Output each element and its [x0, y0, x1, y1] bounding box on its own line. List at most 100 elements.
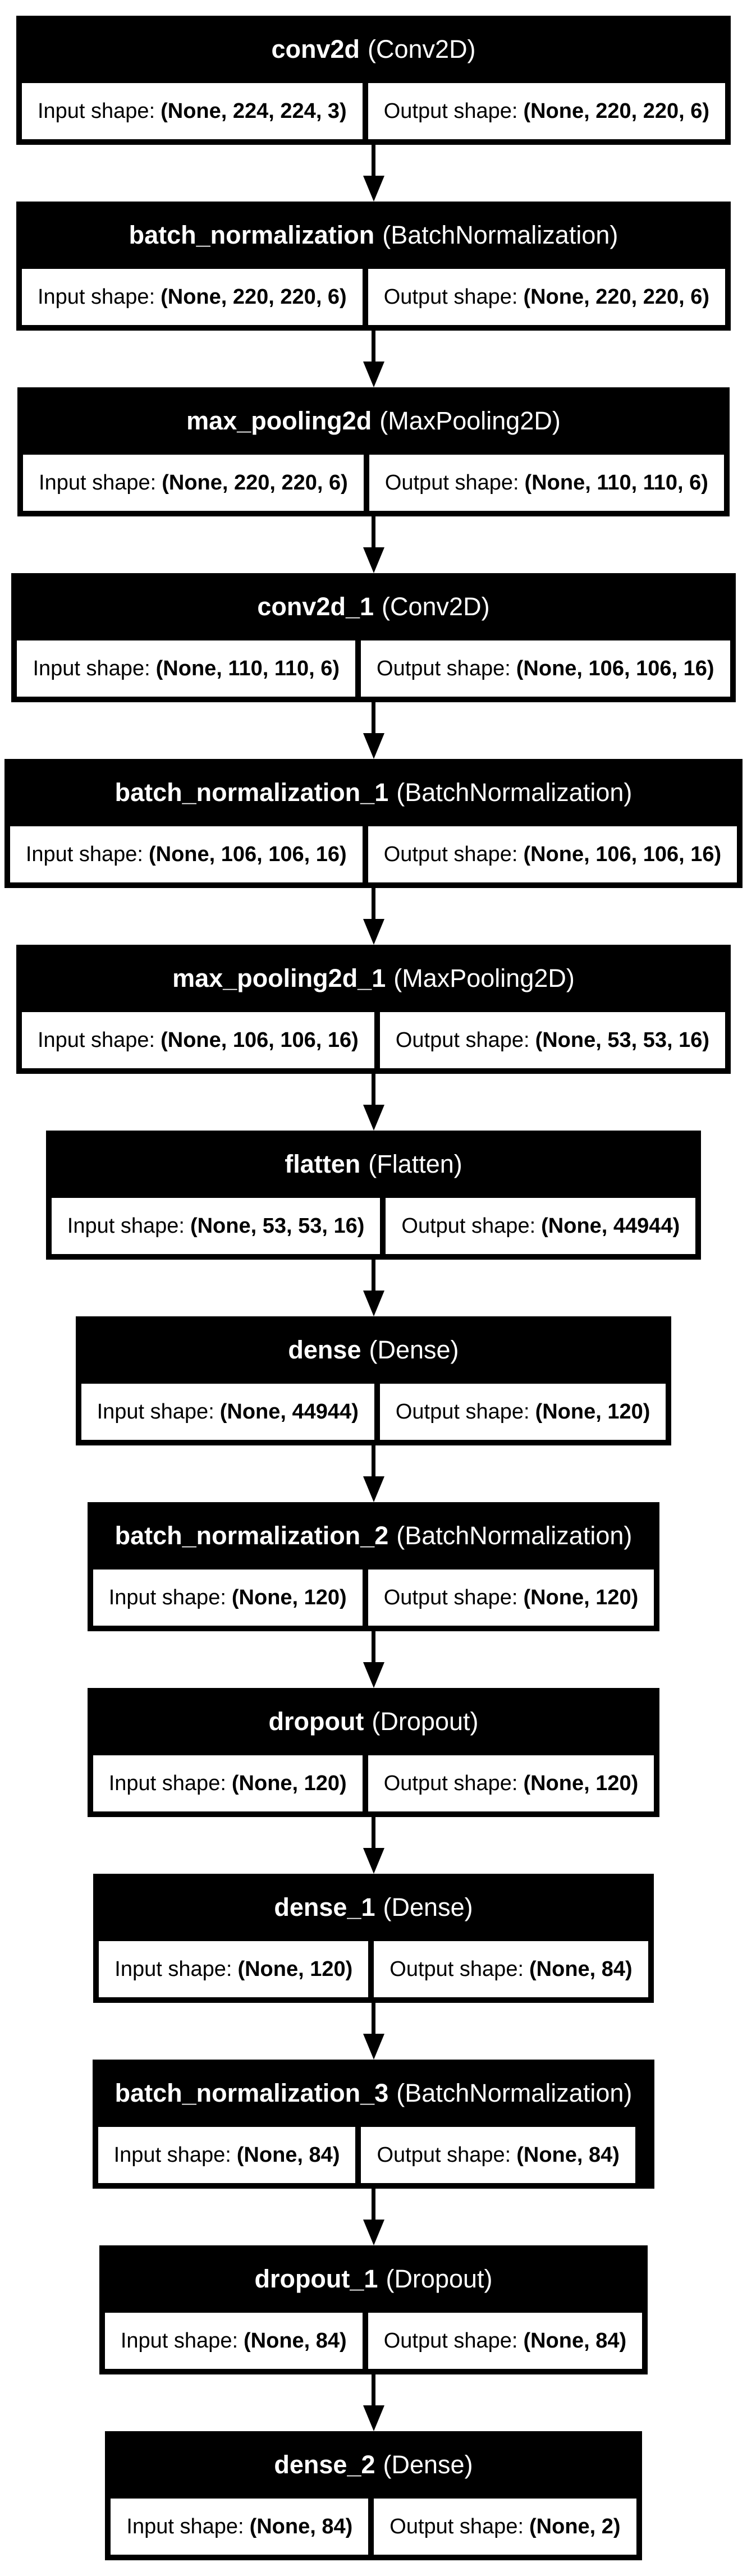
arrow-head-icon: [363, 362, 384, 387]
layer-class: (BatchNormalization): [396, 2079, 633, 2107]
layer-class: (Dropout): [372, 1707, 479, 1736]
input-shape-label: Input shape:: [97, 1399, 214, 1424]
layer-node-dropout: dropout (Dropout) Input shape: (None, 12…: [87, 1688, 660, 1817]
layer-header: batch_normalization_3 (BatchNormalizatio…: [98, 2060, 649, 2127]
edge-arrow: [363, 1074, 384, 1131]
layer-node-dense_1: dense_1 (Dense) Input shape: (None, 120)…: [93, 1874, 654, 2003]
output-shape-value: (None, 110, 110, 6): [524, 470, 708, 495]
output-shape-cell: Output shape: (None, 120): [368, 1570, 654, 1626]
arrow-line: [372, 1631, 375, 1662]
input-shape-value: (None, 84): [244, 2328, 347, 2353]
output-shape-cell: Output shape: (None, 220, 220, 6): [368, 269, 726, 325]
output-shape-cell: Output shape: (None, 220, 220, 6): [368, 83, 726, 139]
layer-name: dropout: [268, 1707, 364, 1736]
arrow-line: [372, 516, 375, 547]
input-shape-cell: Input shape: (None, 110, 110, 6): [17, 640, 356, 697]
input-shape-cell: Input shape: (None, 120): [93, 1570, 363, 1626]
layer-name: batch_normalization: [129, 221, 375, 249]
output-shape-label: Output shape:: [384, 470, 519, 495]
layer-node-max_pooling2d: max_pooling2d (MaxPooling2D) Input shape…: [17, 387, 730, 516]
input-shape-cell: Input shape: (None, 120): [93, 1755, 363, 1811]
input-shape-label: Input shape:: [33, 656, 150, 680]
layer-class: (Dense): [383, 1893, 473, 1921]
layer-class: (Dense): [369, 1335, 459, 1364]
layer-shapes-row: Input shape: (None, 84) Output shape: (N…: [111, 2499, 636, 2555]
layer-node-max_pooling2d_1: max_pooling2d_1 (MaxPooling2D) Input sha…: [16, 945, 731, 1074]
input-shape-value: (None, 120): [231, 1771, 347, 1795]
output-shape-label: Output shape:: [383, 99, 518, 123]
layer-node-dense_2: dense_2 (Dense) Input shape: (None, 84) …: [105, 2431, 642, 2560]
layer-shapes-row: Input shape: (None, 106, 106, 16) Output…: [21, 1012, 726, 1068]
edge-arrow: [363, 1631, 384, 1688]
arrow-line: [372, 331, 375, 362]
layer-name: conv2d_1: [257, 592, 374, 621]
input-shape-value: (None, 84): [236, 2143, 340, 2167]
input-shape-value: (None, 106, 106, 16): [161, 1028, 359, 1052]
output-shape-label: Output shape:: [401, 1214, 536, 1238]
arrow-head-icon: [363, 1662, 384, 1688]
input-shape-label: Input shape:: [37, 285, 155, 309]
layer-node-flatten: flatten (Flatten) Input shape: (None, 53…: [45, 1131, 702, 1260]
edge-arrow: [363, 331, 384, 387]
layer-node-batch_normalization_3: batch_normalization_3 (BatchNormalizatio…: [92, 2060, 655, 2189]
arrow-head-icon: [363, 1476, 384, 1502]
layer-shapes-row: Input shape: (None, 84) Output shape: (N…: [98, 2127, 649, 2183]
output-shape-label: Output shape:: [389, 2514, 524, 2538]
layer-header: flatten (Flatten): [52, 1131, 695, 1198]
input-shape-value: (None, 44944): [219, 1399, 359, 1424]
input-shape-label: Input shape:: [37, 1028, 155, 1052]
layer-class: (BatchNormalization): [382, 221, 618, 249]
input-shape-cell: Input shape: (None, 53, 53, 16): [51, 1198, 381, 1254]
output-shape-value: (None, 84): [523, 2328, 627, 2353]
layer-class: (MaxPooling2D): [393, 964, 575, 992]
output-shape-label: Output shape:: [377, 2143, 511, 2167]
layer-node-dense: dense (Dense) Input shape: (None, 44944)…: [75, 1316, 672, 1445]
arrow-line: [372, 702, 375, 733]
input-shape-cell: Input shape: (None, 44944): [81, 1384, 374, 1440]
arrow-head-icon: [363, 919, 384, 945]
layer-header: conv2d_1 (Conv2D): [17, 573, 730, 640]
layer-header: dense (Dense): [81, 1316, 666, 1384]
layer-name: batch_normalization_3: [114, 2079, 389, 2107]
input-shape-cell: Input shape: (None, 220, 220, 6): [21, 269, 363, 325]
layer-node-conv2d: conv2d (Conv2D) Input shape: (None, 224,…: [16, 16, 731, 145]
input-shape-cell: Input shape: (None, 224, 224, 3): [21, 83, 363, 139]
edge-arrow: [363, 2003, 384, 2060]
input-shape-label: Input shape:: [108, 1771, 226, 1795]
output-shape-value: (None, 2): [529, 2514, 621, 2538]
arrow-head-icon: [363, 176, 384, 202]
layer-name: dense_2: [274, 2450, 375, 2479]
output-shape-value: (None, 53, 53, 16): [535, 1028, 710, 1052]
input-shape-cell: Input shape: (None, 120): [99, 1941, 369, 1997]
output-shape-label: Output shape:: [383, 1585, 518, 1609]
layer-node-batch_normalization_1: batch_normalization_1 (BatchNormalizatio…: [4, 759, 743, 888]
input-shape-cell: Input shape: (None, 84): [98, 2127, 356, 2183]
output-shape-value: (None, 220, 220, 6): [523, 285, 710, 309]
edge-arrow: [363, 145, 384, 202]
layer-name: max_pooling2d: [186, 406, 372, 435]
arrow-line: [372, 1260, 375, 1291]
output-shape-value: (None, 84): [529, 1957, 633, 1981]
layer-node-conv2d_1: conv2d_1 (Conv2D) Input shape: (None, 11…: [11, 573, 736, 702]
output-shape-cell: Output shape: (None, 110, 110, 6): [369, 455, 724, 511]
edge-arrow: [363, 702, 384, 759]
layer-class: (BatchNormalization): [396, 1521, 633, 1550]
output-shape-label: Output shape:: [383, 2328, 518, 2353]
layer-name: batch_normalization_1: [114, 778, 389, 807]
arrow-head-icon: [363, 2220, 384, 2245]
arrow-head-icon: [363, 547, 384, 573]
layer-header: batch_normalization (BatchNormalization): [22, 202, 725, 269]
output-shape-label: Output shape:: [383, 1771, 518, 1795]
input-shape-label: Input shape:: [67, 1214, 185, 1238]
arrow-line: [372, 145, 375, 176]
layer-header: conv2d (Conv2D): [22, 16, 725, 83]
edge-arrow: [363, 2189, 384, 2245]
output-shape-cell: Output shape: (None, 84): [361, 2127, 635, 2183]
layer-name: dropout_1: [254, 2264, 378, 2293]
input-shape-label: Input shape:: [108, 1585, 226, 1609]
arrow-head-icon: [363, 1291, 384, 1316]
layer-header: dropout (Dropout): [93, 1688, 654, 1755]
input-shape-value: (None, 110, 110, 6): [155, 656, 340, 680]
edge-arrow: [363, 1817, 384, 1874]
